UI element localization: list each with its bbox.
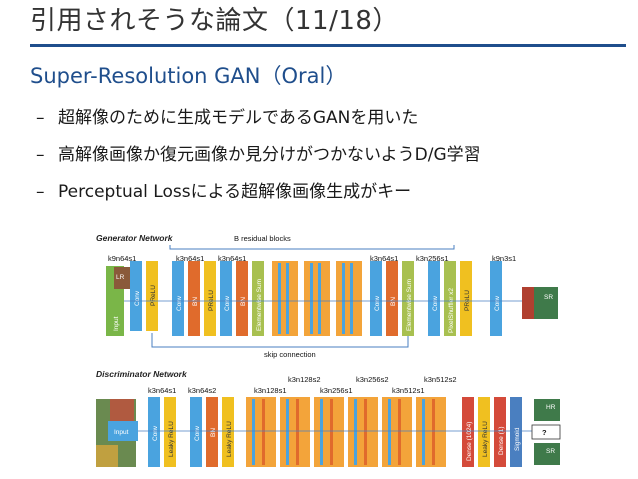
sr-disc-output-text: SR	[546, 448, 555, 455]
lr-text: LR	[116, 274, 125, 281]
gen-conv-text: Conv	[134, 290, 141, 306]
hr-output-text: HR	[546, 404, 556, 411]
srgan-architecture-figure: Generator Network B residual blocks k9n6…	[96, 233, 561, 467]
disc-config-label: k3n64s1	[148, 386, 176, 395]
slide-title: 引用されそうな論文（11/18）	[30, 6, 399, 36]
gen-config-label: k3n64s1	[218, 254, 246, 263]
lr-image	[114, 267, 130, 289]
disc-conv2-block	[190, 397, 202, 467]
disc-lrelu3-text: Leaky ReLU	[482, 421, 489, 457]
gen-pixelshuffler-text: PixelShuffler x2	[448, 288, 455, 333]
sr-disc-output-image	[534, 443, 560, 465]
bullet-marker: –	[36, 108, 45, 128]
gen-config-label: k3n256s1	[416, 254, 449, 263]
disc-conv2-text: Conv	[194, 425, 201, 441]
disc-lrelu2-block	[222, 397, 234, 467]
res-conv-text: Conv	[176, 295, 183, 311]
disc-config-top-label: k3n512s2	[424, 375, 457, 384]
gen-conv-block	[130, 261, 142, 331]
disc-config-label: k3n64s2	[188, 386, 216, 395]
sr-output-text: SR	[544, 294, 553, 301]
bullet-list: –超解像のために生成モデルであるGANを用いた –高解像画像か復元画像か見分けが…	[36, 100, 481, 211]
disc-dense1024-text: Dense (1024)	[466, 422, 473, 461]
disc-conv-block	[148, 397, 160, 467]
res-conv2-text: Conv	[224, 295, 231, 311]
question-box	[531, 424, 561, 440]
bullet-marker: –	[36, 182, 45, 202]
res-bn2-block	[236, 261, 248, 336]
gen-config-label: k9n64s1	[108, 254, 136, 263]
question-mark: ?	[542, 428, 547, 437]
gen-conv5-block	[490, 261, 502, 336]
gen-sum2-block	[402, 261, 414, 336]
disc-config-top-label: k3n256s2	[356, 375, 389, 384]
gen-conv4-block	[428, 261, 440, 336]
disc-bn-block	[206, 397, 218, 467]
bullet-marker: –	[36, 145, 45, 165]
gen-pixelshuffler-block	[444, 261, 456, 336]
res-sum-text: Elementwise Sum	[256, 279, 263, 331]
gen-config-label: k3n64s1	[370, 254, 398, 263]
disc-input-image-detail	[96, 445, 118, 467]
disc-lrelu-text: Leaky ReLU	[168, 421, 175, 457]
disc-input-block	[108, 421, 138, 441]
disc-dense1-text: Dense (1)	[498, 426, 505, 455]
res-prelu-block	[204, 261, 216, 336]
repeated-disc-blocks	[246, 397, 446, 467]
gen-prelu-text: PReLU	[150, 285, 157, 306]
disc-bn-text: BN	[210, 428, 217, 437]
disc-sigmoid-block	[510, 397, 522, 467]
disc-input-text: Input	[114, 429, 129, 436]
res-conv2-block	[220, 261, 232, 336]
disc-input-image-detail	[110, 399, 134, 421]
gen-conv5-text: Conv	[494, 295, 501, 311]
disc-config-label: k3n128s1	[254, 386, 287, 395]
res-conv-block	[172, 261, 184, 336]
gen-config-label: k9n3s1	[492, 254, 516, 263]
bullet-item: –超解像のために生成モデルであるGANを用いた	[36, 100, 481, 137]
residual-blocks-label: B residual blocks	[234, 234, 291, 243]
repeated-residual-blocks	[272, 261, 362, 336]
generator-label: Generator Network	[96, 233, 174, 243]
res-sum-block	[252, 261, 264, 336]
disc-conv-text: Conv	[152, 425, 159, 441]
discriminator-label: Discriminator Network	[96, 369, 188, 379]
disc-dense1024-block	[462, 397, 474, 467]
disc-lrelu2-text: Leaky ReLU	[226, 421, 233, 457]
gen-prelu-block	[146, 261, 158, 331]
gen-conv3-block	[370, 261, 382, 336]
bullet-text: 超解像のために生成モデルであるGANを用いた	[58, 108, 419, 128]
gen-input-text: Input	[113, 316, 120, 331]
slide-subtitle: Super-Resolution GAN（Oral）	[30, 64, 347, 88]
bullet-item: –高解像画像か復元画像か見分けがつかないようD/G学習	[36, 137, 481, 174]
bullet-text: Perceptual Lossによる超解像画像生成がキー	[58, 182, 412, 202]
gen-sum2-text: Elementwise Sum	[406, 279, 413, 331]
disc-config-label: k3n512s1	[392, 386, 425, 395]
gen-prelu2-text: PReLU	[464, 290, 471, 311]
bullet-text: 高解像画像か復元画像か見分けがつかないようD/G学習	[58, 145, 481, 165]
bullet-item: –Perceptual Lossによる超解像画像生成がキー	[36, 174, 481, 211]
disc-config-top-label: k3n128s2	[288, 375, 321, 384]
disc-lrelu3-block	[478, 397, 490, 467]
res-prelu-text: PReLU	[208, 290, 215, 311]
title-divider	[30, 44, 626, 47]
sr-output-image-detail	[522, 287, 534, 319]
gen-bn3-block	[386, 261, 398, 336]
disc-config-label: k3n256s1	[320, 386, 353, 395]
residual-bracket	[169, 245, 455, 250]
disc-sigmoid-text: Sigmoid	[514, 427, 521, 451]
skip-connection-line	[151, 333, 409, 348]
gen-prelu2-block	[460, 261, 472, 336]
gen-conv3-text: Conv	[374, 295, 381, 311]
gen-conv4-text: Conv	[432, 295, 439, 311]
gen-config-label: k3n64s1	[176, 254, 204, 263]
disc-dense1-block	[494, 397, 506, 467]
disc-lrelu-block	[164, 397, 176, 467]
hr-output-image	[534, 399, 560, 421]
skip-connection-label: skip connection	[264, 350, 316, 359]
res-bn-block	[188, 261, 200, 336]
